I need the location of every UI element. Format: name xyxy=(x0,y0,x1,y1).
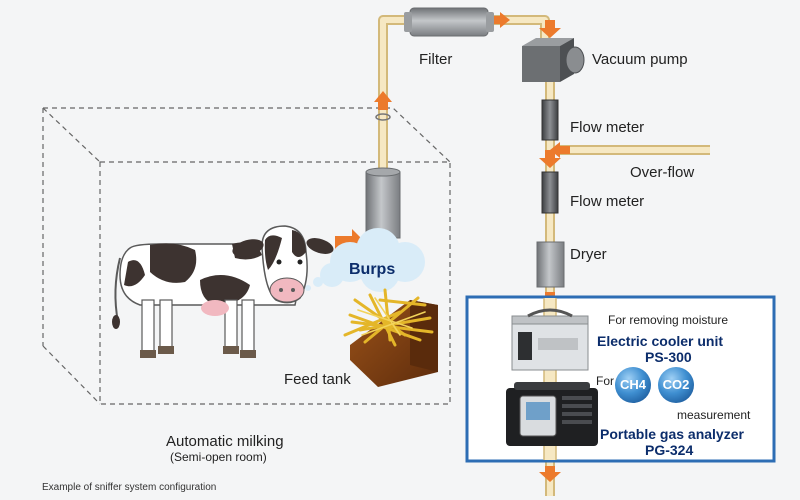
flow-meter-2-icon xyxy=(541,171,559,214)
semi-open-room-outline xyxy=(42,107,451,405)
flow-meter-1-icon xyxy=(541,99,559,141)
burps-label: Burps xyxy=(349,261,396,278)
pg-model-label: PG-324 xyxy=(645,442,694,458)
gas-analyzer-icon xyxy=(506,382,598,446)
pipe-clamp xyxy=(375,113,391,121)
co2-label: CO2 xyxy=(662,377,690,392)
vacuum-pump-icon xyxy=(522,38,585,82)
filter-icon xyxy=(404,7,494,37)
ch4-bubble-icon xyxy=(615,367,651,403)
over-flow-label: Over-flow xyxy=(630,164,695,181)
figure-caption: Example of sniffer system configuration xyxy=(42,482,217,493)
semi-open-room-label: (Semi-open room) xyxy=(170,450,267,464)
co2-bubble-icon xyxy=(658,367,694,403)
vacuum-pump-label: Vacuum pump xyxy=(592,51,688,68)
flow-meter-2-label: Flow meter xyxy=(570,193,645,210)
ch4-label: CH4 xyxy=(619,377,646,392)
dryer-label: Dryer xyxy=(570,246,607,263)
cow-icon xyxy=(112,225,334,358)
for-label: For xyxy=(596,374,614,388)
electric-cooler-unit-label: Electric cooler unit xyxy=(597,333,724,349)
filter-label: Filter xyxy=(419,51,453,68)
portable-gas-analyzer-label: Portable gas analyzer xyxy=(600,426,744,442)
measurement-label: measurement xyxy=(677,408,751,422)
cooler-unit-icon xyxy=(511,308,589,371)
intake-cylinder-icon xyxy=(365,167,401,239)
automatic-milking-label: Automatic milking xyxy=(166,433,284,450)
burp-cloud-icon xyxy=(305,228,425,292)
for-removing-moisture-label: For removing moisture xyxy=(608,313,729,327)
ps-model-label: PS-300 xyxy=(645,349,692,365)
hay-icon xyxy=(343,288,438,387)
flow-meter-1-label: Flow meter xyxy=(570,119,645,136)
feed-tank-label: Feed tank xyxy=(284,371,351,388)
dryer-icon xyxy=(536,241,565,288)
